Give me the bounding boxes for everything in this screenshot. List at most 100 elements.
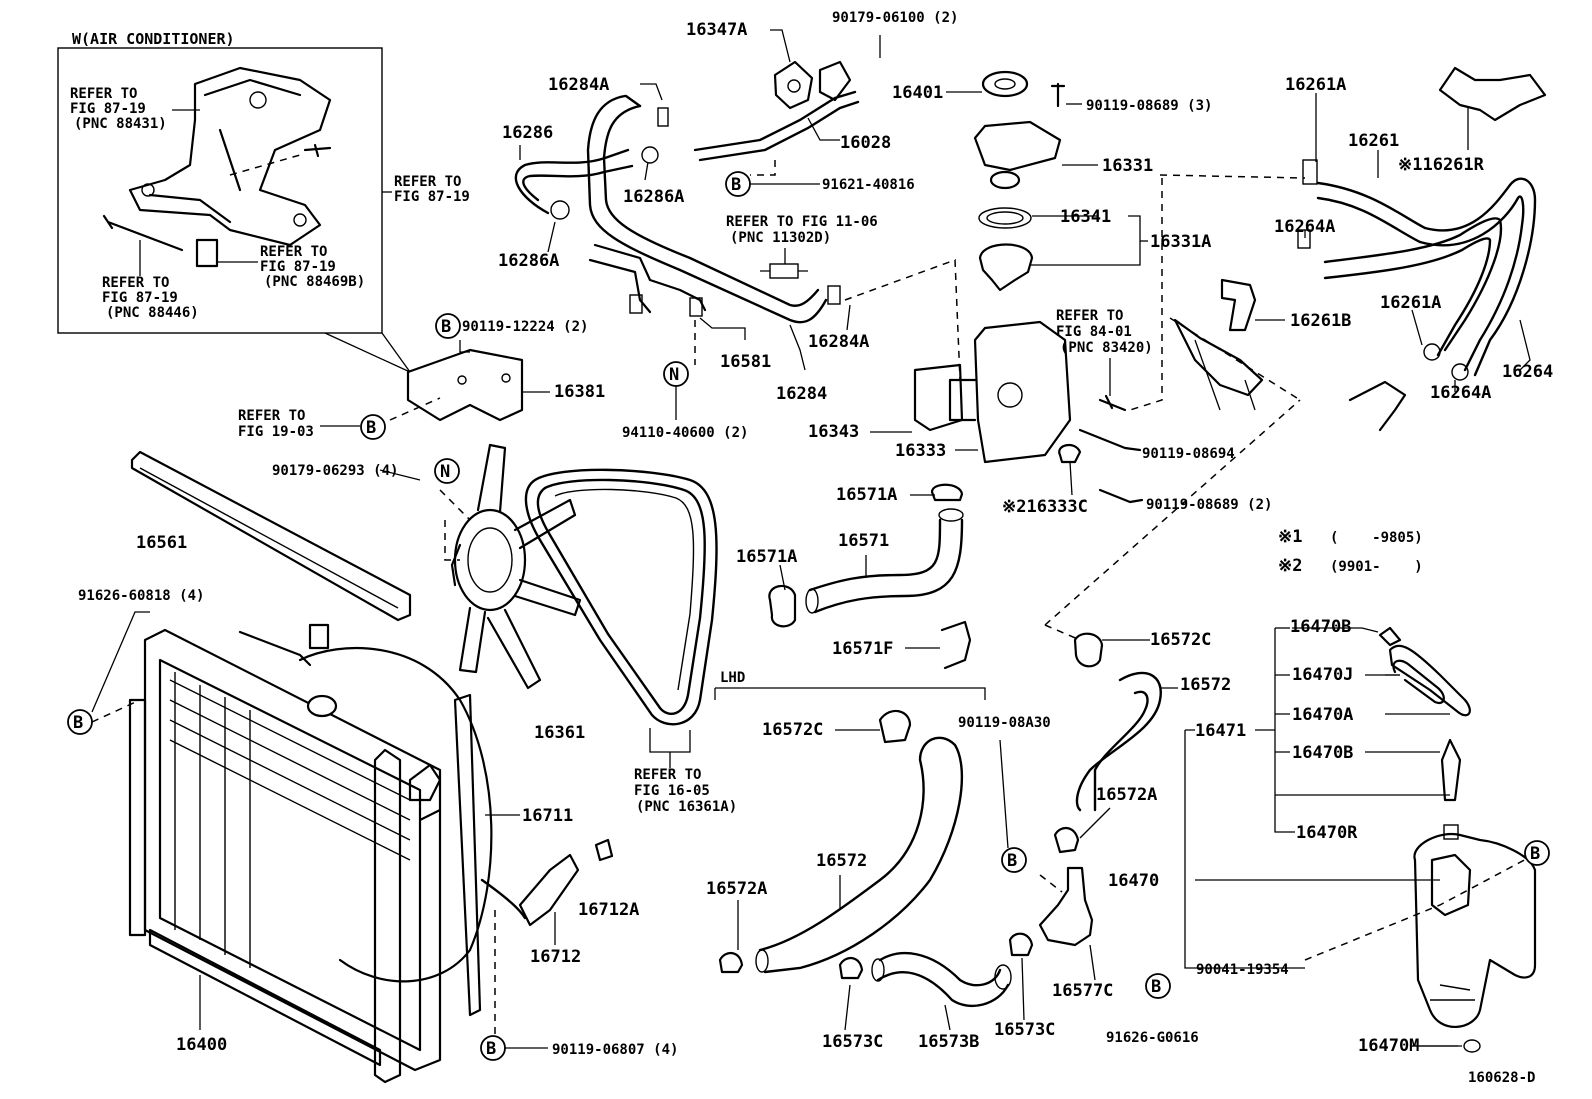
water-bypass-pipe-16284 — [586, 94, 828, 324]
sensor-83420 — [1098, 394, 1127, 412]
svg-text:B: B — [1151, 977, 1161, 997]
svg-text:(PNC 16361A): (PNC 16361A) — [636, 799, 737, 815]
label-16333: 16333 — [895, 441, 946, 461]
notes: LHD ※1 ( -9805) ※2 (9901- ) — [720, 527, 1423, 686]
svg-text:REFER TO: REFER TO — [260, 244, 327, 260]
ref-fig-84-01: REFER TO FIG 84-01 (PNC 83420) — [1056, 308, 1153, 396]
label-91626-G0616: 91626-G0616 — [1106, 1030, 1199, 1046]
ref-fig-19-03: REFER TO FIG 19-03 — [238, 408, 360, 440]
label-16261A-mid: 16261A — [1380, 293, 1441, 313]
label-16470R: 16470R — [1296, 823, 1358, 843]
label-94110-40600: 94110-40600 (2) — [622, 425, 748, 441]
svg-text:FIG 87-19: FIG 87-19 — [260, 259, 336, 275]
heater-hoses-16261 — [1173, 66, 1547, 432]
label-16286: 16286 — [502, 123, 553, 143]
lhd-bracket — [714, 687, 986, 700]
bolt-dash — [229, 154, 301, 176]
label-16572: 16572 — [816, 851, 867, 871]
label-16284A-top: 16284A — [548, 75, 609, 95]
label-16470B-mid: 16470B — [1292, 743, 1353, 763]
label-16470: 16470 — [1108, 871, 1159, 891]
bolt-90119-08689 — [1050, 82, 1066, 108]
marker-b-2: B — [435, 313, 461, 339]
radiator-16400 — [128, 623, 442, 1084]
inset-ref-b: REFER TO FIG 87-19 — [382, 174, 470, 205]
outlet-16331 — [973, 120, 1062, 172]
marker-n-1: N — [663, 361, 689, 387]
note1-mark: ※1 — [1278, 527, 1302, 547]
label-16571F: 16571F — [832, 639, 893, 659]
label-16573B: 16573B — [918, 1032, 979, 1052]
inset-ref-d: REFER TO FIG 87-19 (PNC 88446) — [102, 240, 199, 321]
label-16333C: ※216333C — [1002, 497, 1088, 517]
label-91621-40816: 91621-40816 — [822, 177, 915, 193]
label-16573C-b: 16573C — [994, 1020, 1055, 1040]
label-16471: 16471 — [1195, 721, 1246, 741]
svg-text:N: N — [669, 365, 679, 385]
label-90041-19354: 90041-19354 — [1196, 962, 1289, 978]
svg-text:B: B — [486, 1039, 496, 1059]
note2-mark: ※2 — [1278, 556, 1302, 576]
water-pipe-16028 — [693, 29, 860, 176]
label-16571: 16571 — [838, 531, 889, 551]
label-16572-right: 16572 — [1180, 675, 1231, 695]
label-16561: 16561 — [136, 533, 187, 553]
svg-text:REFER TO FIG 11-06: REFER TO FIG 11-06 — [726, 214, 878, 230]
svg-text:FIG 16-05: FIG 16-05 — [634, 783, 710, 799]
diagram-id: 160628-D — [1468, 1070, 1535, 1086]
sensor-11302D — [760, 263, 808, 279]
part-labels: 16347A 90179-06100 (2) 16284A 16286 1628… — [78, 10, 1553, 1086]
svg-text:REFER TO: REFER TO — [394, 174, 461, 190]
label-16286A-a: 16286A — [623, 187, 684, 207]
label-16264A-top: 16264A — [1274, 217, 1335, 237]
compressor-bracket — [128, 66, 332, 247]
thermostat-assembly — [913, 70, 1144, 504]
label-16264A-bot: 16264A — [1430, 383, 1491, 403]
inset-pointer — [381, 332, 411, 373]
svg-text:(PNC 88469B): (PNC 88469B) — [264, 274, 365, 290]
label-16572C-right: 16572C — [1150, 630, 1211, 650]
svg-text:B: B — [731, 175, 741, 195]
svg-text:FIG 84-01: FIG 84-01 — [1056, 324, 1132, 340]
air-conditioner-inset: W(AIR CONDITIONER) REFER TO FIG 87-19 (P… — [57, 30, 470, 373]
inset-ref-c: REFER TO FIG 87-19 (PNC 88469B) — [218, 244, 365, 290]
label-16264: 16264 — [1502, 362, 1553, 382]
bracket-16261R — [1438, 66, 1547, 122]
hose-16571 — [768, 483, 972, 670]
radiator-cap-16401 — [981, 70, 1029, 98]
note2-range: (9901- ) — [1330, 559, 1423, 575]
label-16572A-right: 16572A — [1096, 785, 1157, 805]
marker-b-4: B — [67, 709, 93, 735]
label-16470A: 16470A — [1292, 705, 1353, 725]
label-16381: 16381 — [554, 382, 605, 402]
label-16577C: 16577C — [1052, 981, 1113, 1001]
label-16470M: 16470M — [1358, 1036, 1419, 1056]
label-16712: 16712 — [530, 947, 581, 967]
marker-b-8: B — [480, 1035, 506, 1061]
reservoir-bracket-lines — [1184, 627, 1462, 1047]
ref-fig-16-05: REFER TO FIG 16-05 (PNC 16361A) — [634, 752, 737, 815]
label-16261B: 16261B — [1290, 311, 1351, 331]
fan-shroud-16711 — [298, 647, 520, 1035]
inset-frame — [57, 47, 383, 334]
svg-text:B: B — [441, 317, 451, 337]
label-16284A-mid: 16284A — [808, 332, 869, 352]
bolt-90119-08689-2 — [1098, 488, 1144, 504]
inset-title: W(AIR CONDITIONER) — [72, 30, 235, 48]
svg-text:FIG 87-19: FIG 87-19 — [102, 290, 178, 306]
svg-text:B: B — [1530, 844, 1540, 864]
hose-16572-left — [718, 709, 964, 974]
svg-text:B: B — [1007, 851, 1017, 871]
label-90119-08689-2: 90119-08689 (2) — [1146, 497, 1272, 513]
svg-text:FIG 87-19: FIG 87-19 — [70, 101, 146, 117]
svg-text:REFER TO: REFER TO — [238, 408, 305, 424]
svg-text:REFER TO: REFER TO — [634, 767, 701, 783]
label-90179-06293: 90179-06293 (4) — [272, 463, 398, 479]
note1-range: ( -9805) — [1330, 530, 1423, 546]
svg-text:(PNC 88446): (PNC 88446) — [106, 305, 199, 321]
svg-text:B: B — [366, 418, 376, 438]
bracket-16381 — [389, 348, 550, 422]
bolt-90119-08694 — [1078, 428, 1142, 452]
label-91626-60818: 91626-60818 (4) — [78, 588, 204, 604]
svg-text:REFER TO: REFER TO — [1056, 308, 1123, 324]
